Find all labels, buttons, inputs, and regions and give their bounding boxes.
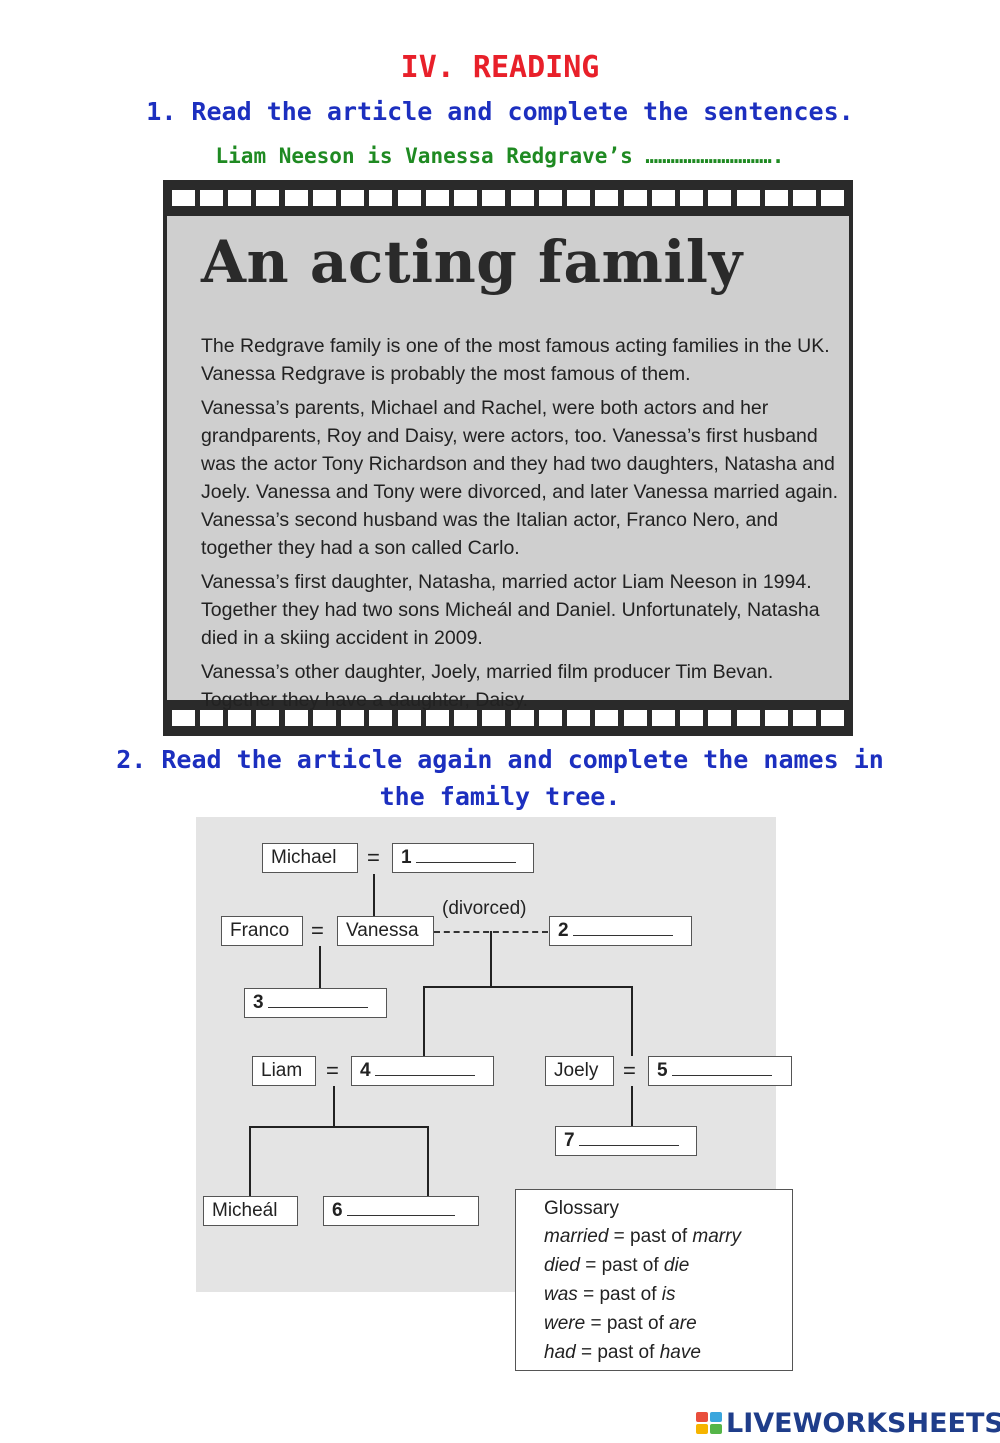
glossary-entry: was = past of is [544,1284,676,1305]
article-title: An acting family [201,228,743,296]
name-box-franco: Franco [221,916,303,946]
tree-line [423,986,425,1056]
blank-box-7[interactable]: 7 [555,1126,697,1156]
liveworksheets-logo[interactable]: LIVEWORKSHEETS [696,1407,1000,1439]
logo-square [696,1424,708,1434]
article-panel: An acting family The Redgrave family is … [167,216,849,711]
article-paragraph: Vanessa’s first daughter, Natasha, marri… [201,571,820,649]
glossary-entry: married = past of marry [544,1226,741,1247]
article-body: The Redgrave family is one of the most f… [201,332,841,720]
tree-line [423,986,633,988]
tree-line [631,986,633,1056]
name-box-joely: Joely [545,1056,614,1086]
tree-line [373,874,375,916]
blank-box-3[interactable]: 3 [244,988,387,1018]
film-holes-bottom [163,710,853,726]
logo-square [710,1412,722,1422]
liveworksheets-logo-icon [696,1412,722,1434]
tree-line [490,931,492,987]
divorced-label: (divorced) [442,898,527,919]
task2-instruction: 2. Read the article again and complete t… [116,745,884,774]
tree-line [427,1126,429,1196]
logo-square [710,1424,722,1434]
name-box-micheal: Micheál [203,1196,298,1226]
equals-sign: = [623,1058,636,1083]
glossary-entry: were = past of are [544,1313,697,1334]
equals-sign: = [311,918,324,943]
equals-sign: = [326,1058,339,1083]
glossary-entry: died = past of die [544,1255,690,1276]
tree-line [333,1086,335,1127]
blank-box-1[interactable]: 1 [392,843,534,873]
film-holes-top [163,190,853,206]
blank-box-6[interactable]: 6 [323,1196,479,1226]
name-box-vanessa: Vanessa [337,916,434,946]
glossary-box: Glossary married = past of marry died = … [515,1189,793,1371]
task1-sentence: Liam Neeson is Vanessa Redgrave’s ………………… [215,144,785,168]
tree-line [249,1126,429,1128]
logo-square [696,1412,708,1422]
glossary-title: Glossary [544,1198,619,1219]
blank-box-2[interactable]: 2 [549,916,692,946]
section-title: IV. READING [400,50,600,85]
tree-line [319,946,321,988]
liveworksheets-brand: LIVEWORKSHEETS [726,1407,1000,1439]
glossary-entry: had = past of have [544,1342,701,1363]
tree-line [631,1086,633,1126]
task1-instruction: 1. Read the article and complete the sen… [146,97,854,126]
name-box-liam: Liam [252,1056,316,1086]
article-film-strip: An acting family The Redgrave family is … [163,180,853,736]
tree-line [249,1126,251,1196]
task2-instruction-cont: the family tree. [379,782,621,811]
name-box-michael: Michael [262,843,358,873]
article-paragraph: Vanessa’s parents, Michael and Rachel, w… [201,397,839,559]
blank-box-5[interactable]: 5 [648,1056,792,1086]
article-paragraph: Vanessa’s other daughter, Joely, married… [201,661,774,711]
article-paragraph: The Redgrave family is one of the most f… [201,335,830,385]
equals-sign: = [367,845,380,870]
blank-box-4[interactable]: 4 [351,1056,494,1086]
